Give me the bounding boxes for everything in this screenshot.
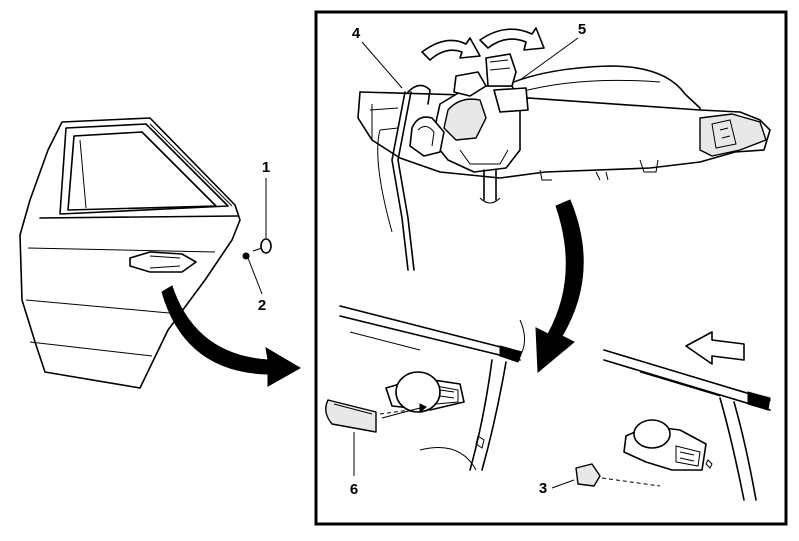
rotation-arrow-right	[479, 27, 545, 51]
cap-install-view	[575, 331, 771, 501]
rear-door-overview: 1 2	[19, 117, 272, 389]
callout-4: 4	[352, 25, 361, 42]
install-direction-arrow	[685, 331, 745, 365]
leader-line-5	[519, 37, 579, 81]
handle-cap-6	[325, 399, 377, 433]
cap-3	[575, 463, 601, 487]
leader-line-3	[551, 479, 575, 489]
handle-assembly-exploded	[357, 27, 771, 204]
overview-fastener	[242, 252, 250, 260]
detail-frame	[314, 10, 788, 526]
overview-cap-1	[260, 238, 272, 254]
lock-rod	[377, 84, 431, 271]
leader-line-4	[361, 41, 403, 89]
callout-3: 3	[539, 480, 547, 497]
callout-5: 5	[578, 21, 586, 38]
overview-door-handle	[129, 251, 197, 273]
curved-arrow-down	[535, 199, 584, 374]
callout-1: 1	[262, 159, 270, 176]
rotation-arrow-left	[421, 37, 481, 61]
handle-cap-removal-view	[325, 305, 526, 471]
callout-2: 2	[258, 297, 266, 314]
curved-arrow-to-detail	[161, 285, 302, 387]
callout-6: 6	[350, 481, 358, 498]
leader-line-2	[247, 257, 263, 295]
